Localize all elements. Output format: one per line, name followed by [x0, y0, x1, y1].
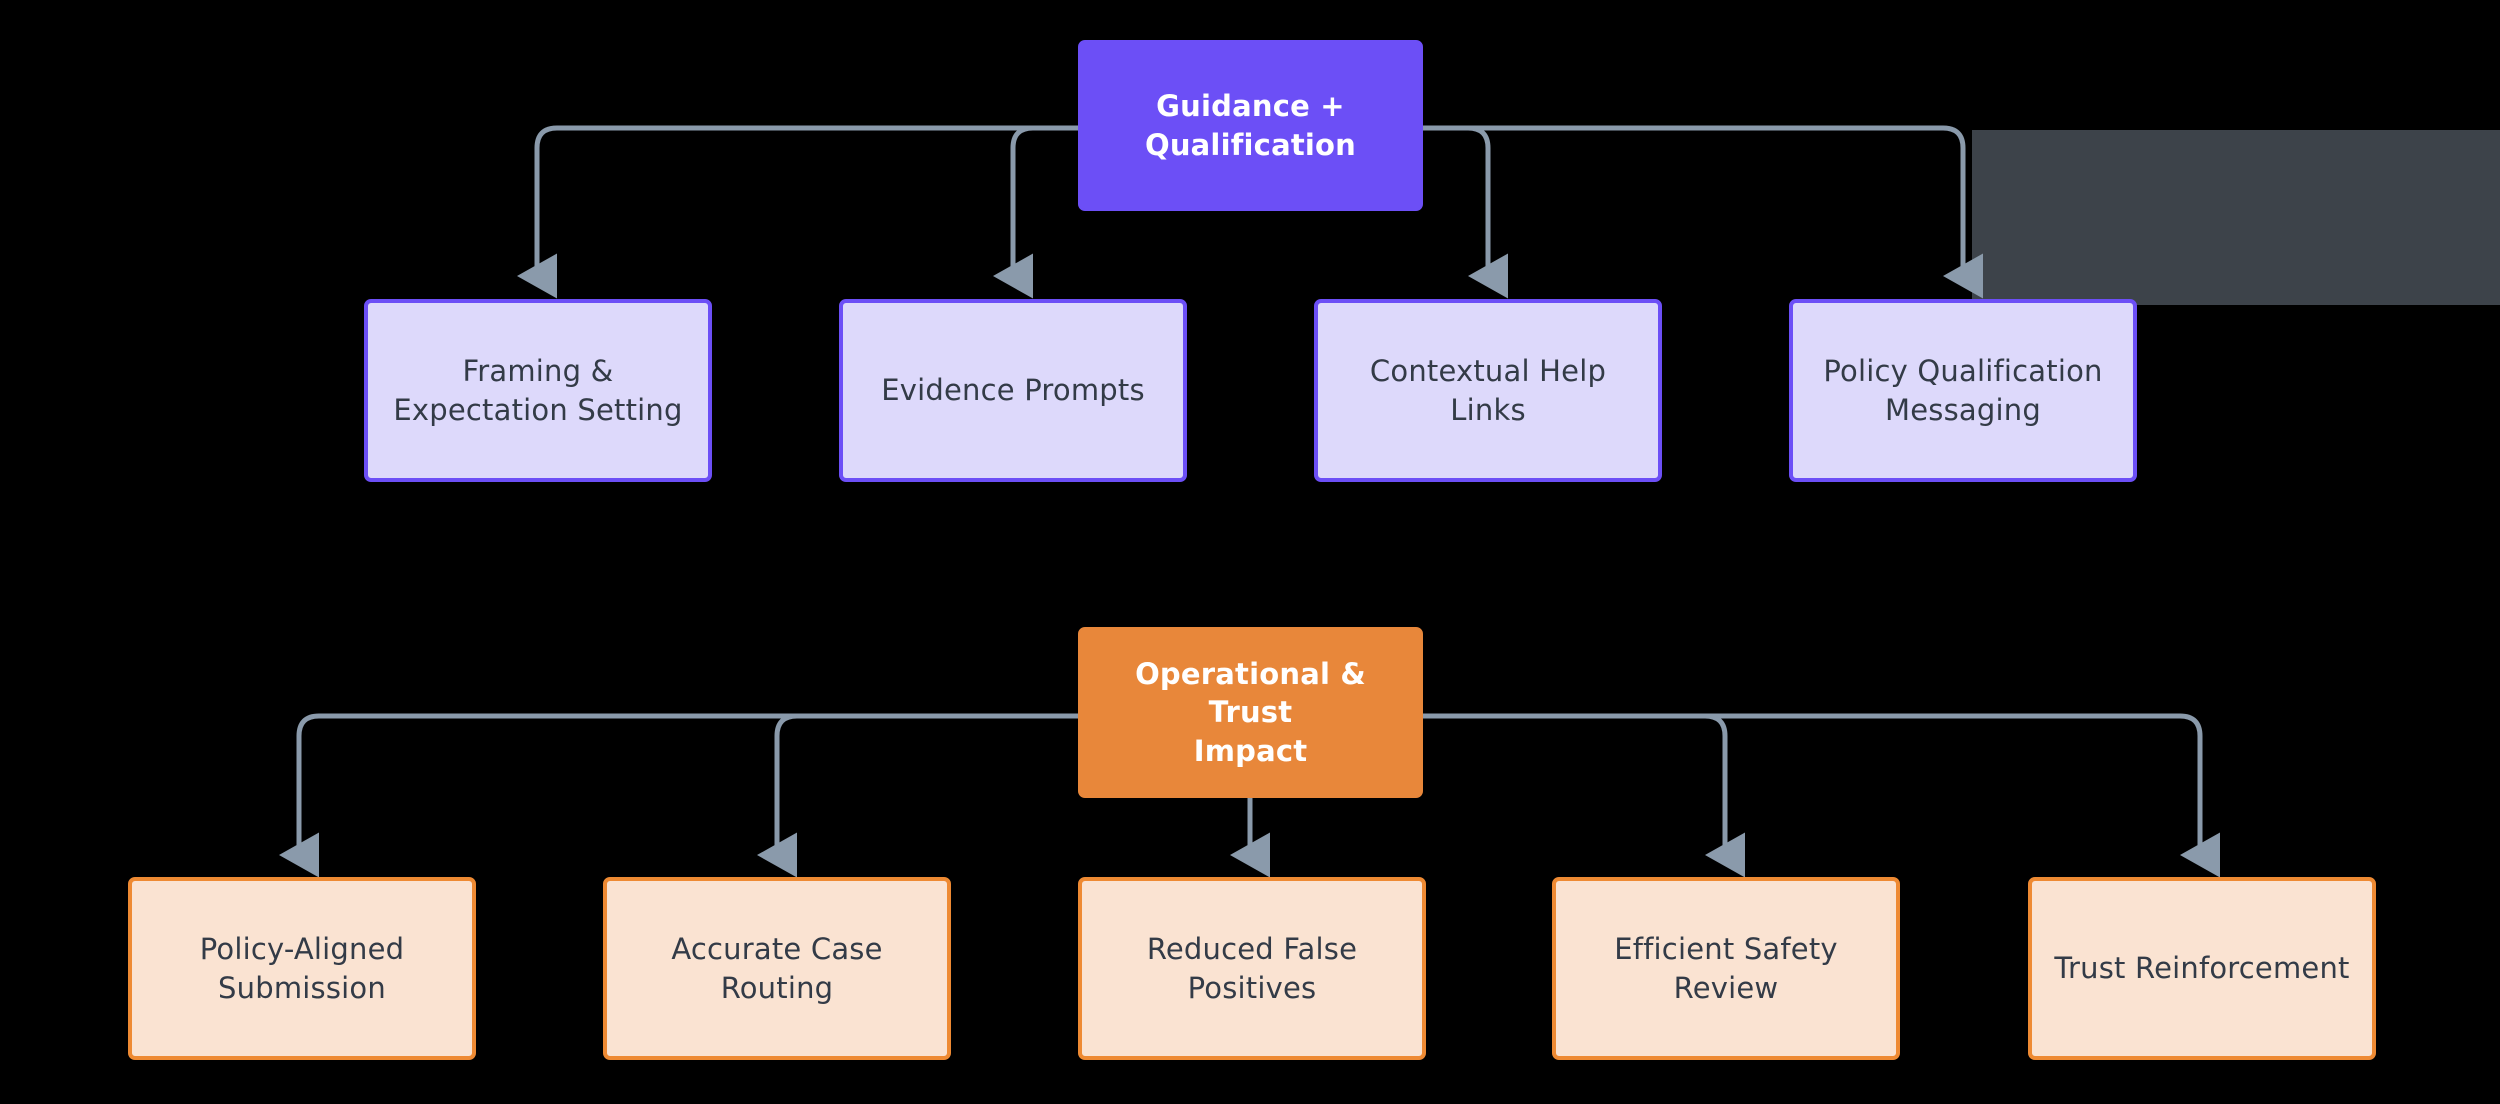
node-label: Policy-Aligned Submission: [199, 932, 405, 1005]
node-policy-aligned-submission[interactable]: Policy-Aligned Submission: [128, 877, 476, 1060]
background-artifact-band: [1972, 130, 2500, 305]
edge-guidance-to-evidence: [993, 125, 1078, 299]
node-label: Trust Reinforcement: [2054, 951, 2350, 986]
node-guidance-qualification[interactable]: Guidance + Qualification: [1078, 40, 1423, 211]
node-contextual-help-links[interactable]: Contextual Help Links: [1314, 299, 1662, 482]
node-label: Accurate Case Routing: [671, 932, 883, 1005]
node-operational-trust-impact[interactable]: Operational & Trust Impact: [1078, 627, 1423, 798]
node-label: Reduced False Positives: [1146, 932, 1358, 1005]
edge-guidance-to-framing: [517, 125, 1078, 299]
node-label: Policy Qualification Messaging: [1823, 354, 2103, 427]
node-label: Framing & Expectation Setting: [393, 354, 683, 427]
edge-impact-to-accurate-routing: [757, 713, 1078, 878]
node-label: Guidance + Qualification: [1144, 89, 1357, 162]
node-framing-expectation-setting[interactable]: Framing & Expectation Setting: [364, 299, 712, 482]
node-reduced-false-positives[interactable]: Reduced False Positives: [1078, 877, 1426, 1060]
node-label: Evidence Prompts: [881, 373, 1145, 408]
edge-guidance-to-policy-messaging: [1423, 125, 1983, 299]
edge-impact-to-trust-reinforcement: [1423, 713, 2220, 878]
node-label: Operational & Trust Impact: [1135, 657, 1366, 768]
node-efficient-safety-review[interactable]: Efficient Safety Review: [1552, 877, 1900, 1060]
node-accurate-case-routing[interactable]: Accurate Case Routing: [603, 877, 951, 1060]
edge-impact-to-policy-aligned: [279, 713, 1078, 878]
node-trust-reinforcement[interactable]: Trust Reinforcement: [2028, 877, 2376, 1060]
node-label: Efficient Safety Review: [1614, 932, 1838, 1005]
node-label: Contextual Help Links: [1369, 354, 1607, 427]
node-evidence-prompts[interactable]: Evidence Prompts: [839, 299, 1187, 482]
edge-guidance-to-contextual-help: [1423, 125, 1508, 299]
edge-impact-to-efficient-safety-review: [1423, 713, 1745, 878]
node-policy-qualification-messaging[interactable]: Policy Qualification Messaging: [1789, 299, 2137, 482]
